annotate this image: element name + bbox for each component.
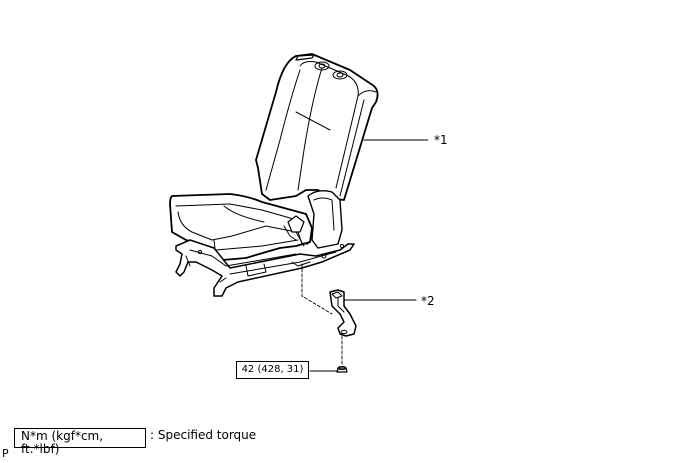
figure-corner-code: P [2, 447, 9, 460]
callout-seat-label: *1 [434, 133, 448, 147]
torque-value-box: 42 (428, 31) [236, 361, 309, 379]
callout-buckle-label: *2 [421, 294, 435, 308]
seat-frame-drawing [175, 239, 355, 297]
torque-unit-legend-box: N*m (kgf*cm, ft.*lbf) [14, 428, 146, 456]
seat-back-drawing [255, 53, 379, 201]
legend-description: : Specified torque [150, 428, 257, 442]
torque-unit-label: N*m (kgf*cm, ft.*lbf) [21, 429, 104, 456]
seat-cushion-drawing [169, 189, 343, 261]
assembly-dashed-lines [301, 263, 343, 367]
belt-buckle-drawing [329, 289, 357, 337]
mounting-nut-drawing [336, 366, 348, 373]
leader-lines [309, 139, 429, 372]
